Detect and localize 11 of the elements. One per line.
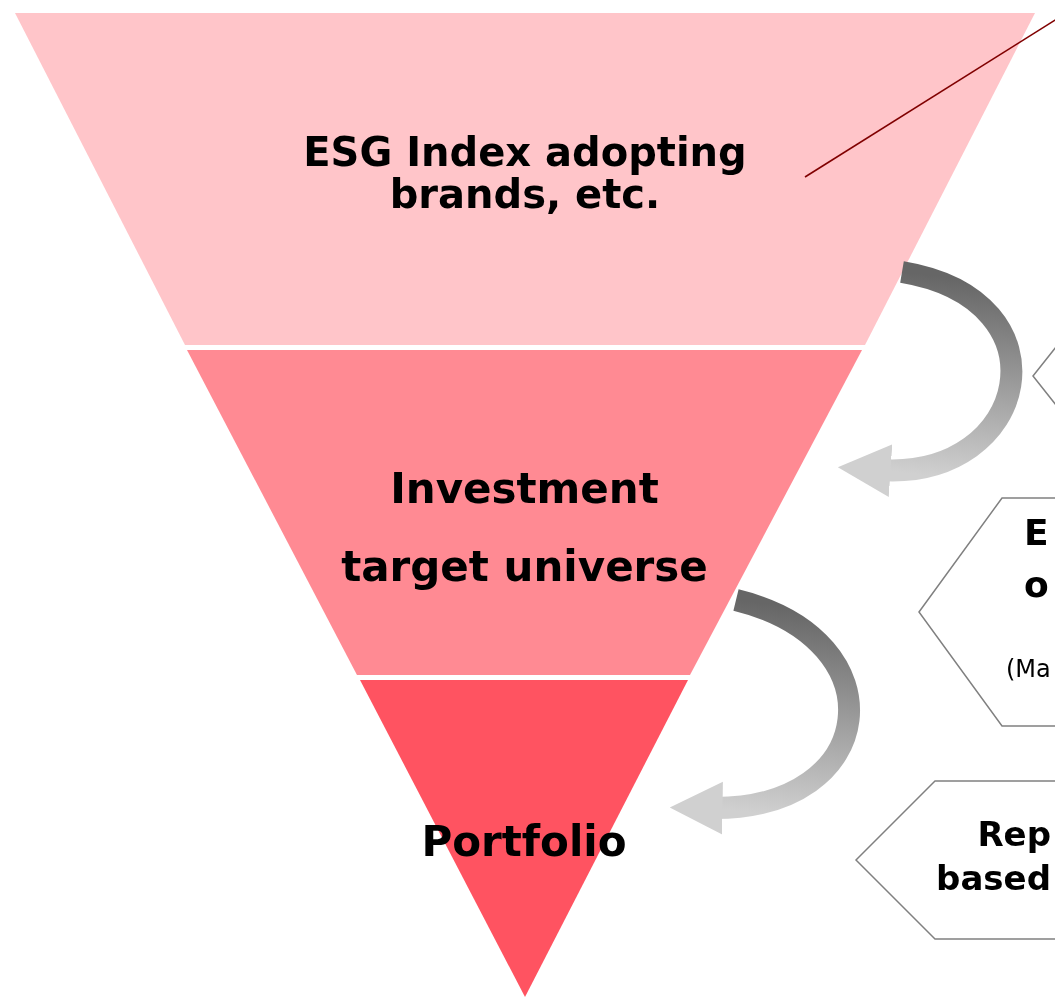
node-label: Rep based xyxy=(935,813,1051,900)
node-label: Investment target universe xyxy=(340,463,709,593)
node-label: ESG Index adopting brands, etc. xyxy=(302,131,748,215)
node-label: (Ma xyxy=(1006,654,1052,684)
curved-arrow xyxy=(669,589,860,834)
funnel-band xyxy=(15,13,1035,345)
funnel-band xyxy=(360,680,688,997)
curved-arrow xyxy=(837,261,1022,496)
funnel-band xyxy=(187,350,862,675)
node-label: E o xyxy=(1024,511,1050,607)
hexagon-box xyxy=(855,780,1055,940)
